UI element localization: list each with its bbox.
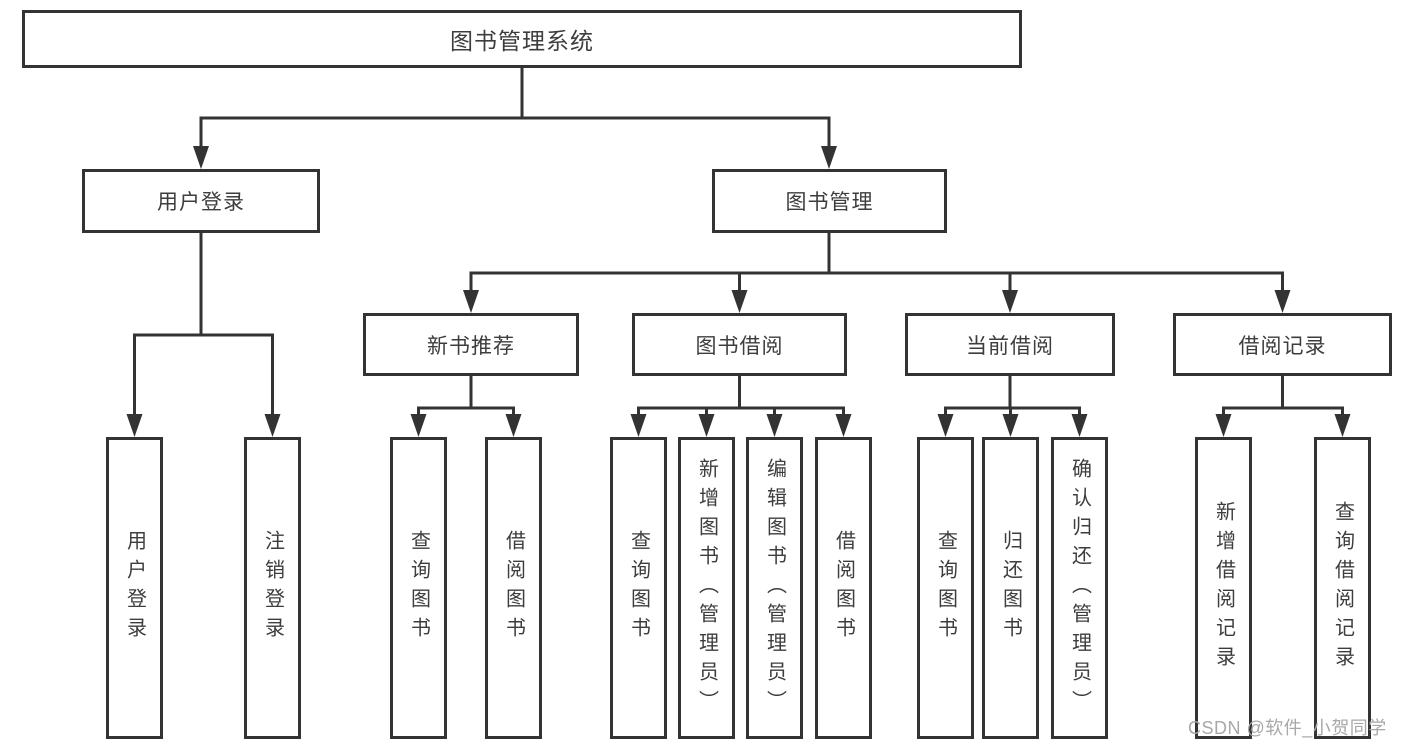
- leaf-add-book-admin: 新增图书（管理员）: [678, 437, 735, 739]
- leaf-user-login-label: 用户登录: [123, 530, 146, 646]
- leaf-query-books-current: 查询图书: [917, 437, 974, 739]
- node-system-root: 图书管理系统: [22, 10, 1022, 68]
- leaf-user-login: 用户登录: [106, 437, 163, 739]
- csdn-watermark: CSDN @软件_小贺同学: [1188, 718, 1387, 738]
- leaf-borrow-books-recommend: 借阅图书: [485, 437, 542, 739]
- node-book-management-label: 图书管理: [785, 191, 874, 214]
- node-book-management: 图书管理: [712, 169, 947, 233]
- node-borrowing-records-label: 借阅记录: [1238, 334, 1327, 358]
- leaf-return-book-label: 归还图书: [999, 530, 1022, 646]
- node-current-borrowing-label: 当前借阅: [966, 334, 1054, 358]
- node-system-root-label: 图书管理系统: [450, 28, 594, 54]
- leaf-logout: 注销登录: [244, 437, 301, 739]
- node-borrowing-records: 借阅记录: [1173, 313, 1392, 376]
- leaf-add-borrow-record: 新增借阅记录: [1195, 437, 1252, 739]
- leaf-query-borrow-record: 查询借阅记录: [1314, 437, 1371, 739]
- leaf-query-books-borrowing: 查询图书: [610, 437, 667, 739]
- leaf-query-books-borrowing-label: 查询图书: [627, 530, 650, 646]
- node-current-borrowing: 当前借阅: [905, 313, 1115, 376]
- node-book-borrowing-label: 图书借阅: [695, 334, 784, 358]
- leaf-borrow-books-borrowing-label: 借阅图书: [832, 530, 855, 646]
- node-user-login: 用户登录: [82, 169, 320, 233]
- leaf-confirm-return-admin: 确认归还（管理员）: [1051, 437, 1108, 739]
- leaf-query-books-recommend: 查询图书: [390, 437, 447, 739]
- node-user-login-label: 用户登录: [157, 191, 245, 214]
- leaf-return-book: 归还图书: [982, 437, 1039, 739]
- leaf-add-borrow-record-label: 新增借阅记录: [1212, 501, 1235, 675]
- leaf-add-book-admin-label: 新增图书（管理员）: [695, 457, 718, 719]
- node-new-book-recommend: 新书推荐: [363, 313, 579, 376]
- leaf-edit-book-admin: 编辑图书（管理员）: [746, 437, 803, 739]
- leaf-edit-book-admin-label: 编辑图书（管理员）: [763, 457, 786, 719]
- leaf-query-books-recommend-label: 查询图书: [407, 530, 430, 646]
- node-book-borrowing: 图书借阅: [632, 313, 847, 376]
- leaf-logout-label: 注销登录: [261, 530, 284, 646]
- leaf-query-borrow-record-label: 查询借阅记录: [1331, 501, 1354, 675]
- leaf-confirm-return-admin-label: 确认归还（管理员）: [1068, 457, 1091, 719]
- leaf-borrow-books-recommend-label: 借阅图书: [502, 530, 525, 646]
- leaf-borrow-books-borrowing: 借阅图书: [815, 437, 872, 739]
- node-new-book-recommend-label: 新书推荐: [427, 334, 515, 358]
- leaf-query-books-current-label: 查询图书: [934, 530, 957, 646]
